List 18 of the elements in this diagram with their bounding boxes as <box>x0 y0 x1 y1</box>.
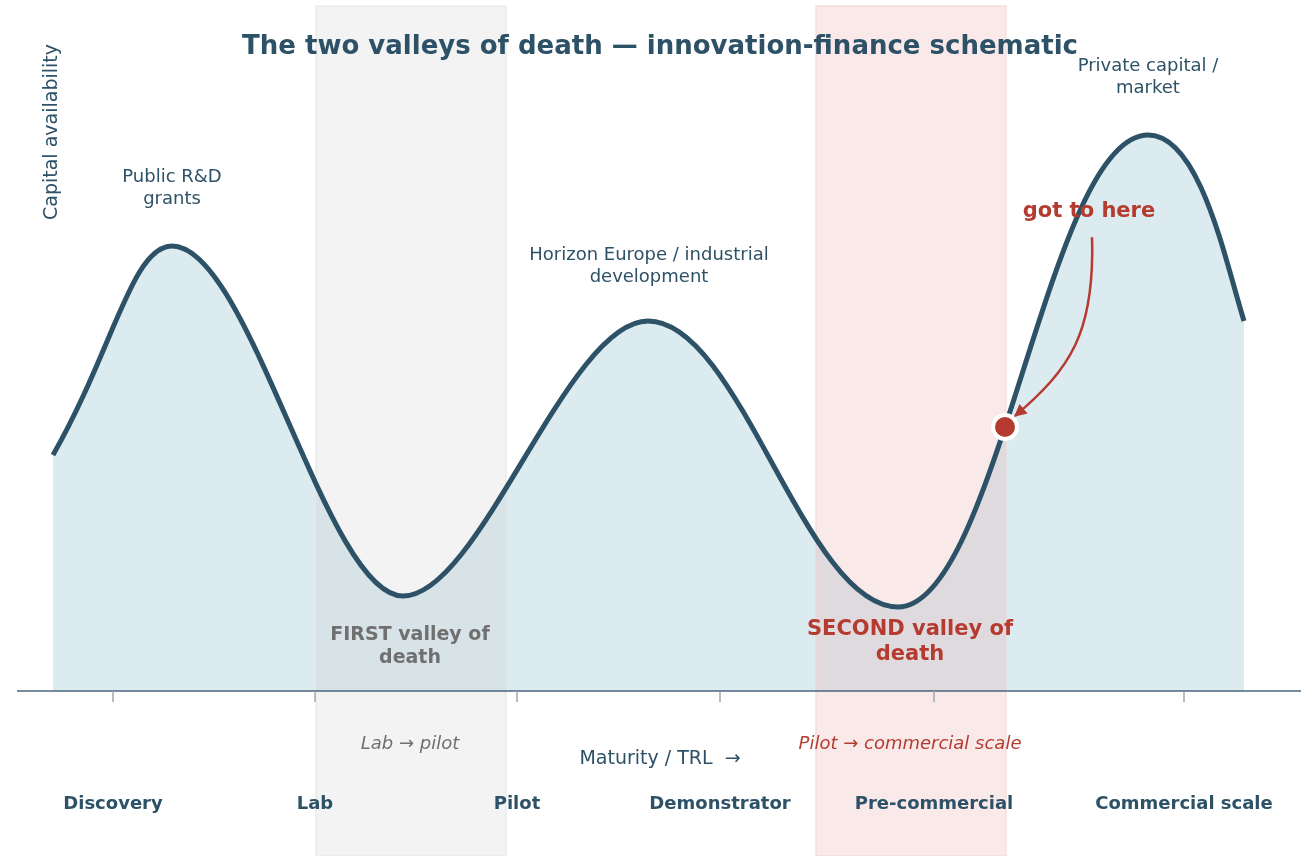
valley-label: SECOND valley of death <box>805 616 1015 667</box>
chart-title: The two valleys of death — innovation-finance schematic <box>242 30 1078 62</box>
band-caption: Lab → pilot <box>360 732 460 754</box>
stage-label: Pre-commercial <box>854 792 1014 814</box>
stage-label: Pilot <box>493 792 541 814</box>
band-caption: Pilot → commercial scale <box>798 732 1022 754</box>
annotation-text: Public R&D grants <box>121 165 223 209</box>
stage-label: Discovery <box>63 792 163 814</box>
annotation-text: Horizon Europe / industrial development <box>529 243 769 287</box>
stage-label: Lab <box>296 792 334 814</box>
stage-label: Demonstrator <box>649 792 791 814</box>
annotation-text: Private capital / market <box>1076 54 1220 98</box>
valley-label: FIRST valley of death <box>330 622 490 668</box>
axis-title: Maturity / TRL → <box>579 746 741 769</box>
axis-title: Capital availability <box>38 44 62 220</box>
stage-label: Commercial scale <box>1095 792 1273 814</box>
position-dot <box>991 413 1019 441</box>
leader-arrow <box>1014 237 1094 417</box>
